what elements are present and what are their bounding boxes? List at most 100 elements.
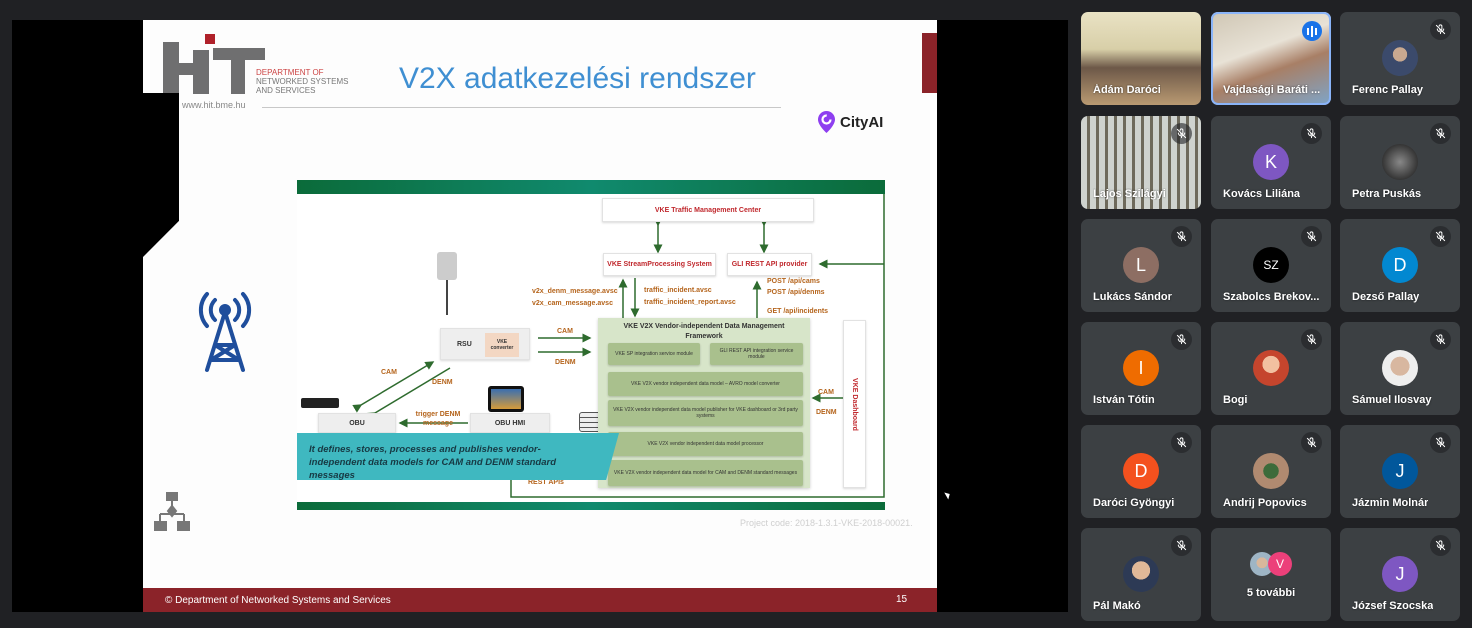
label-v2x-cam: v2x_cam_message.avsc — [532, 300, 613, 307]
participant-name: Petra Puskás — [1352, 188, 1422, 200]
obu-device-icon — [301, 398, 339, 408]
participant-name: Daróci Gyöngyi — [1093, 497, 1175, 509]
mic-off-icon — [1430, 432, 1451, 453]
footer-copyright: © Department of Networked Systems and Se… — [165, 595, 391, 606]
module-sp-integration: VKE SP integration service module — [608, 343, 700, 365]
mic-off-icon — [1301, 226, 1322, 247]
label-v2x-denm: v2x_denm_message.avsc — [532, 288, 618, 295]
participant-name: József Szocska — [1352, 600, 1434, 612]
avatar: D — [1123, 453, 1159, 489]
mic-off-icon — [1301, 329, 1322, 350]
participant-tile[interactable]: Andrij Popovics — [1211, 425, 1331, 518]
mic-off-icon — [1301, 432, 1322, 453]
participant-tile[interactable]: D Daróci Gyöngyi — [1081, 425, 1201, 518]
avatar: D — [1382, 247, 1418, 283]
description-banner: It defines, stores, processes and publis… — [297, 433, 619, 480]
avatar — [1382, 144, 1418, 180]
rsu-device-icon — [437, 252, 457, 280]
label-post-cams: POST /api/cams — [767, 278, 820, 285]
avatar — [1253, 350, 1289, 386]
mic-off-icon — [1430, 535, 1451, 556]
framework-title: VKE V2X Vendor-independent Data Manageme… — [623, 323, 785, 340]
rsu-label: RSU — [457, 340, 472, 348]
rsu-box: RSU VKE converter — [440, 328, 530, 360]
tmc-box: VKE Traffic Management Center — [602, 198, 814, 222]
speaking-indicator-icon — [1302, 21, 1322, 41]
avatar — [1123, 556, 1159, 592]
label-dash-cam: CAM — [818, 389, 834, 396]
participant-tile[interactable]: Sámuel Ilosvay — [1340, 322, 1460, 415]
dashboard-label: VKE Dashboard — [851, 377, 858, 431]
participant-tile[interactable]: J Jázmin Molnár — [1340, 425, 1460, 518]
module-gli-integration: GLI REST API integration service module — [710, 343, 803, 365]
label-traffic-incident: traffic_incident.avsc — [644, 287, 712, 294]
participant-name: Bogi — [1223, 394, 1248, 406]
title-divider — [262, 107, 781, 108]
diagram-bottom-bar — [297, 502, 885, 510]
logo-dept-line1: DEPARTMENT OF — [256, 68, 324, 77]
participant-name: Pál Makó — [1093, 600, 1141, 612]
participant-tile[interactable]: J József Szocska — [1340, 528, 1460, 621]
label-trigger-denm: trigger DENM message — [415, 411, 461, 427]
participant-name: Vajdasági Baráti ... — [1223, 84, 1321, 96]
diagram-top-bar — [297, 180, 885, 194]
label-rsu-denm: DENM — [555, 359, 576, 366]
participant-tile[interactable]: Petra Puskás — [1340, 116, 1460, 209]
avatar: SZ — [1253, 247, 1289, 283]
avatar: J — [1382, 453, 1418, 489]
framework-box: VKE V2X Vendor-independent Data Manageme… — [598, 318, 810, 488]
label-post-denms: POST /api/denms — [767, 289, 825, 296]
label-get-incidents: GET /api/incidents — [767, 308, 829, 315]
module-cam-denm-model: VKE V2X vendor independent data model fo… — [608, 460, 803, 486]
participant-name: István Tótin — [1093, 394, 1155, 406]
label-obu-cam: CAM — [381, 369, 397, 376]
label-traffic-report: traffic_incident_report.avsc — [644, 299, 736, 306]
module-processor: VKE V2X vendor independent data model pr… — [608, 432, 803, 456]
participant-tile[interactable]: Ádám Daróci — [1081, 12, 1201, 105]
mic-off-icon — [1171, 535, 1192, 556]
participant-tile[interactable]: Pál Makó — [1081, 528, 1201, 621]
participant-name: Jázmin Molnár — [1352, 497, 1429, 509]
slide-page-number: 15 — [896, 594, 908, 605]
mic-off-icon — [1430, 19, 1451, 40]
tablet-device-icon — [488, 386, 524, 412]
mic-off-icon — [1171, 123, 1192, 144]
slide-footer: © Department of Networked Systems and Se… — [143, 588, 937, 612]
avatar — [1382, 40, 1418, 76]
label-rest-apis: REST APIs — [528, 479, 564, 486]
participant-tile[interactable]: I István Tótin — [1081, 322, 1201, 415]
mic-off-icon — [1171, 329, 1192, 350]
logo-dept-line3: AND SERVICES — [256, 86, 316, 95]
stream-processing-box: VKE StreamProcessing System — [603, 253, 716, 276]
participant-name: Sámuel Ilosvay — [1352, 394, 1432, 406]
avatar: V — [1268, 552, 1292, 576]
project-code: Project code: 2018-1.3.1-VKE-2018-00021. — [740, 518, 913, 528]
vke-converter: VKE converter — [485, 333, 519, 357]
diagram-connectors — [352, 194, 885, 498]
cityai-logo-icon — [817, 110, 836, 134]
participant-name: Lukács Sándor — [1093, 291, 1172, 303]
participant-tile[interactable]: Vajdasági Baráti ... — [1211, 12, 1331, 105]
mic-off-icon — [1430, 329, 1451, 350]
mic-off-icon — [1430, 123, 1451, 144]
participant-name: Ádám Daróci — [1093, 84, 1161, 96]
avatar: J — [1382, 556, 1418, 592]
participant-tile[interactable]: Bogi — [1211, 322, 1331, 415]
avatar: K — [1253, 144, 1289, 180]
avatar: I — [1123, 350, 1159, 386]
participant-tile[interactable]: Lajos Szilágyi — [1081, 116, 1201, 209]
hierarchy-icon — [154, 492, 190, 532]
label-obu-denm: DENM — [432, 379, 453, 386]
antenna-tower-icon — [193, 290, 257, 374]
avatar — [1382, 350, 1418, 386]
label-rsu-cam: CAM — [557, 328, 573, 335]
participant-tile[interactable]: Ferenc Pallay — [1340, 12, 1460, 105]
cityai-logo-text: CityAI — [840, 114, 884, 131]
participant-name: Szabolcs Brekov... — [1223, 291, 1320, 303]
participant-tile[interactable]: SZ Szabolcs Brekov... — [1211, 219, 1331, 312]
participant-name: Andrij Popovics — [1223, 497, 1307, 509]
